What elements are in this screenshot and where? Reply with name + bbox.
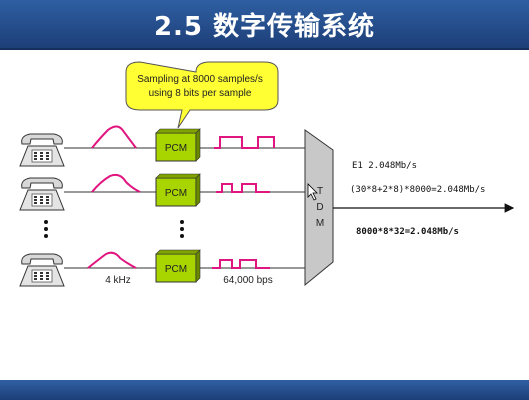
formula-channels: 8000*8*32=2.048Mb/s xyxy=(356,227,459,237)
callout-line-1: Sampling at 8000 samples/s xyxy=(137,74,263,85)
mouse-cursor-icon xyxy=(307,183,318,201)
title-bar: 2.5 数字传输系统 xyxy=(0,0,529,50)
tdm-label-m: M xyxy=(316,218,324,229)
digital-signal xyxy=(216,183,270,193)
telephone-icon xyxy=(19,177,65,211)
channel-n: PCM xyxy=(19,249,305,287)
analog-signal xyxy=(87,251,137,269)
analog-signal xyxy=(91,173,141,193)
sampling-callout: Sampling at 8000 samples/s using 8 bits … xyxy=(125,61,279,129)
vertical-ellipsis-icon xyxy=(44,220,184,238)
pcm-label: PCM xyxy=(165,264,187,275)
channel-2: PCM xyxy=(19,173,305,211)
pcm-label: PCM xyxy=(165,143,187,154)
digital-rate-label: 64,000 bps xyxy=(223,275,273,286)
telephone-icon xyxy=(19,133,65,167)
callout-line-2: using 8 bits per sample xyxy=(149,88,252,99)
e1-rate-label: E1 2.048Mb/s xyxy=(352,161,417,171)
analog-signal xyxy=(91,125,137,149)
telephone-icon xyxy=(19,253,65,287)
pcm-label: PCM xyxy=(165,188,187,199)
digital-signal xyxy=(214,136,275,149)
bottom-bar xyxy=(0,380,529,400)
analog-bandwidth-label: 4 kHz xyxy=(105,275,131,286)
tdm-label-t: T xyxy=(317,186,323,197)
channel-1: PCM xyxy=(19,125,305,167)
digital-signal xyxy=(212,259,270,269)
formula-frame: (30*8+2*8)*8000=2.048Mb/s xyxy=(350,185,485,195)
tdm-multiplexer: T D M xyxy=(304,129,334,287)
tdm-label-d: D xyxy=(316,202,323,213)
slide-title: 2.5 数字传输系统 xyxy=(153,12,376,42)
